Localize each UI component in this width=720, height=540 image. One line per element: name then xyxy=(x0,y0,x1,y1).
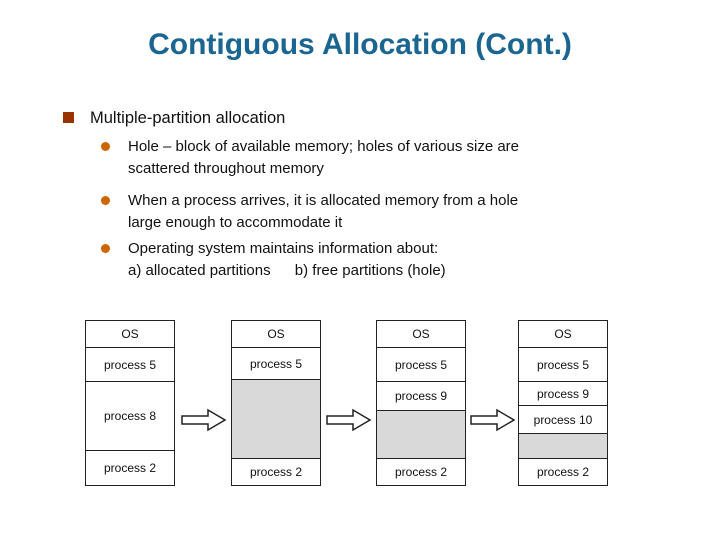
process-segment: process 9 xyxy=(377,382,465,411)
bullet-hole: Hole – block of available memory; holes … xyxy=(101,136,681,180)
process-segment: process 8 xyxy=(86,382,174,451)
bullet-text: Hole – block of available memory; holes … xyxy=(128,136,519,180)
bullet-line: Hole – block of available memory; holes … xyxy=(128,138,520,155)
process-segment: process 2 xyxy=(536,465,590,479)
process-segment: process 2 xyxy=(103,461,157,475)
bullet-part-b: b) free partitions (hole) xyxy=(294,262,446,279)
os-segment: OS xyxy=(519,321,607,348)
bullet-line: When a process arrives, it is allocated … xyxy=(128,192,519,209)
right-arrow-icon xyxy=(470,408,516,432)
bullet-process-arrives: When a process arrives, it is allocated … xyxy=(101,190,681,234)
bullet-line: Operating system maintains information a… xyxy=(128,240,439,257)
bullet-part-a: a) allocated partitions xyxy=(128,262,271,279)
circle-bullet-icon xyxy=(101,244,110,253)
right-arrow-icon xyxy=(181,408,227,432)
slide-title: Contiguous Allocation (Cont.) xyxy=(148,28,572,61)
bullet-text: Operating system maintains information a… xyxy=(128,238,446,282)
os-segment: OS xyxy=(377,321,465,348)
process-segment: process 5 xyxy=(86,348,174,382)
os-segment: OS xyxy=(86,321,174,348)
bullet-multiple-partition: Multiple-partition allocation xyxy=(63,108,285,128)
circle-bullet-icon xyxy=(101,196,110,205)
process-segment: process 5 xyxy=(232,348,320,380)
os-segment: OS xyxy=(232,321,320,348)
bullet-os-maintains: Operating system maintains information a… xyxy=(101,238,681,282)
bullet-line: large enough to accommodate it xyxy=(128,214,343,231)
right-arrow-icon xyxy=(326,408,372,432)
process-segment: process 2 xyxy=(249,465,303,479)
bullet-label: Multiple-partition allocation xyxy=(90,109,286,127)
process-segment: process 5 xyxy=(377,348,465,382)
bullet-line: scattered throughout memory xyxy=(128,160,324,177)
process-segment: process 10 xyxy=(519,406,607,434)
process-segment: process 9 xyxy=(519,382,607,406)
square-bullet-icon xyxy=(63,112,74,123)
bullet-text: When a process arrives, it is allocated … xyxy=(128,190,518,234)
memory-hole-segment xyxy=(519,434,607,459)
process-segment: process 5 xyxy=(519,348,607,382)
memory-hole-segment xyxy=(232,380,320,459)
process-segment: process 2 xyxy=(394,465,448,479)
circle-bullet-icon xyxy=(101,142,110,151)
memory-hole-segment xyxy=(377,411,465,459)
